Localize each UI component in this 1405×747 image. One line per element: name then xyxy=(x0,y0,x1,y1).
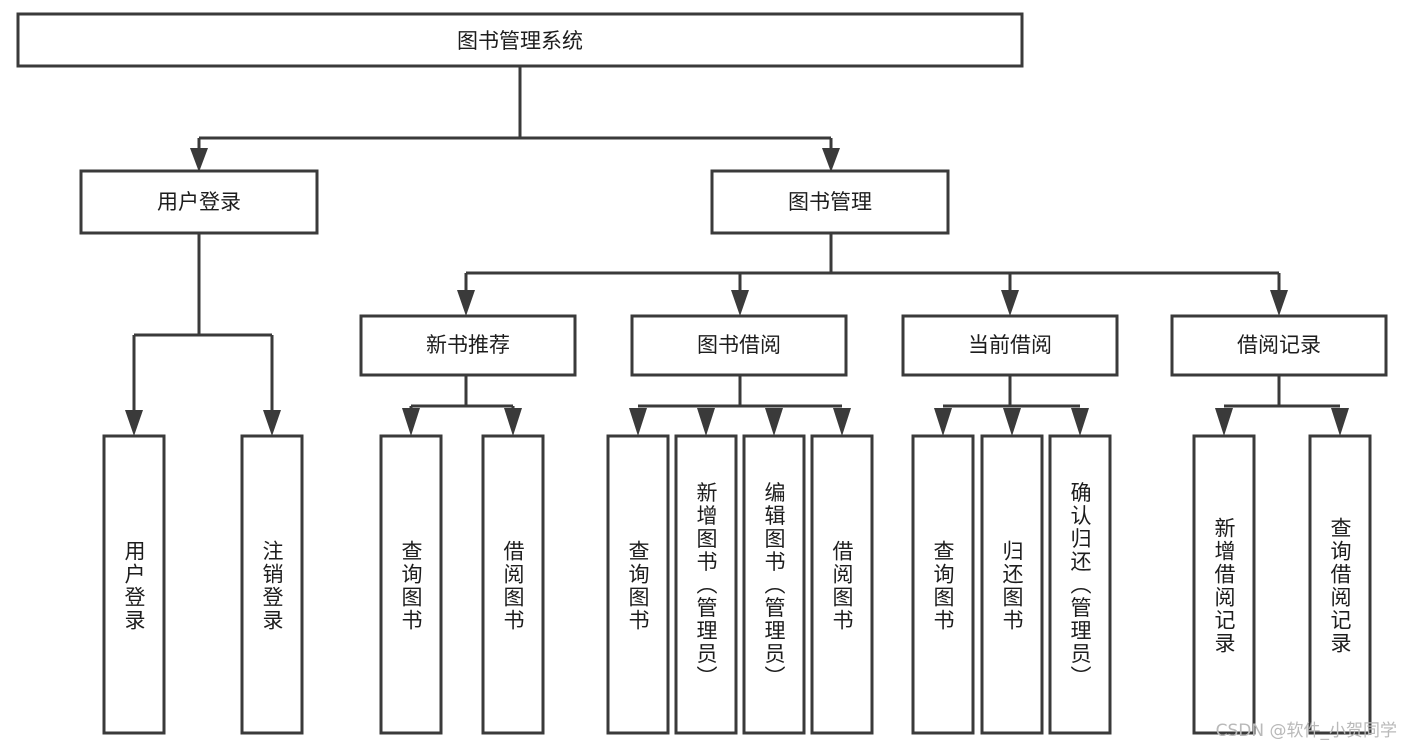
arrow-to-book-manage-icon xyxy=(822,148,840,172)
node-new-book-recommend-box[interactable] xyxy=(359,314,577,377)
leaf-borrow-record-2-label: 查询借阅记录 xyxy=(1328,517,1352,655)
arrow-book-borrow-leaf-2-icon xyxy=(697,408,715,436)
leaf-current-borrow-3-label: 确认归还（管理员） xyxy=(1068,482,1092,689)
node-root-label: 图书管理系统 xyxy=(457,29,583,53)
leaf-current-borrow-1[interactable]: 查询图书 xyxy=(911,434,975,735)
leaf-book-borrow-2-box[interactable] xyxy=(674,434,738,735)
arrow-to-new-book-icon xyxy=(457,290,475,316)
arrow-to-current-borrow-icon xyxy=(1001,290,1019,316)
leaf-current-borrow-3-box[interactable] xyxy=(1048,434,1112,735)
arrow-book-borrow-leaf-4-icon xyxy=(833,408,851,436)
arrow-current-borrow-leaf-2-icon xyxy=(1003,408,1021,436)
leaf-current-borrow-2[interactable]: 归还图书 xyxy=(980,434,1044,735)
leaf-book-borrow-3-box[interactable] xyxy=(742,434,806,735)
leaf-book-borrow-2-label: 新增图书（管理员） xyxy=(694,482,718,689)
leaf-user-login-2-label: 注销登录 xyxy=(260,540,284,632)
arrow-book-borrow-leaf-3-icon xyxy=(765,408,783,436)
leaf-new-book-2-label: 借阅图书 xyxy=(501,540,525,632)
arrow-user-login-leaf-2-icon xyxy=(263,410,281,436)
leaf-book-borrow-1-box[interactable] xyxy=(606,434,670,735)
node-book-borrow[interactable]: 图书借阅 xyxy=(630,314,848,377)
leaf-book-borrow-1[interactable]: 查询图书 xyxy=(606,434,670,735)
node-book-manage[interactable]: 图书管理 xyxy=(710,169,950,235)
leaf-user-login-1[interactable]: 用户登录 xyxy=(102,434,166,735)
node-user-login[interactable]: 用户登录 xyxy=(79,169,319,235)
leaf-book-borrow-3[interactable]: 编辑图书（管理员） xyxy=(742,434,806,735)
leaf-new-book-2-box[interactable] xyxy=(481,434,545,735)
arrow-borrow-record-leaf-2-icon xyxy=(1331,408,1349,436)
node-new-book-recommend-label: 新书推荐 xyxy=(426,333,510,357)
leaf-current-borrow-1-label: 查询图书 xyxy=(931,540,955,632)
arrow-user-login-leaf-1-icon xyxy=(125,410,143,436)
arrow-current-borrow-leaf-1-icon xyxy=(934,408,952,436)
leaf-borrow-record-2-box[interactable] xyxy=(1308,434,1372,735)
leaf-borrow-record-2[interactable]: 查询借阅记录 xyxy=(1308,434,1372,735)
arrow-book-borrow-leaf-1-icon xyxy=(629,408,647,436)
leaf-current-borrow-2-label: 归还图书 xyxy=(1000,540,1024,632)
node-borrow-record-label: 借阅记录 xyxy=(1237,333,1321,357)
leaf-book-borrow-1-label: 查询图书 xyxy=(626,540,650,632)
leaf-current-borrow-1-box[interactable] xyxy=(911,434,975,735)
leaf-book-borrow-3-label: 编辑图书（管理员） xyxy=(762,482,786,689)
arrow-new-book-leaf-1-icon xyxy=(402,408,420,436)
node-book-manage-label: 图书管理 xyxy=(788,190,872,214)
leaf-borrow-record-1-box[interactable] xyxy=(1192,434,1256,735)
node-user-login-box[interactable] xyxy=(79,169,319,235)
leaf-borrow-record-1[interactable]: 新增借阅记录 xyxy=(1192,434,1256,735)
node-borrow-record-box[interactable] xyxy=(1170,314,1388,377)
leaf-new-book-2[interactable]: 借阅图书 xyxy=(481,434,545,735)
arrow-to-user-login-icon xyxy=(190,148,208,172)
node-book-manage-box[interactable] xyxy=(710,169,950,235)
node-current-borrow-box[interactable] xyxy=(901,314,1119,377)
leaf-book-borrow-4[interactable]: 借阅图书 xyxy=(810,434,874,735)
leaf-borrow-record-1-label: 新增借阅记录 xyxy=(1212,517,1236,655)
node-book-borrow-box[interactable] xyxy=(630,314,848,377)
leaf-current-borrow-3[interactable]: 确认归还（管理员） xyxy=(1048,434,1112,735)
leaf-current-borrow-2-box[interactable] xyxy=(980,434,1044,735)
node-book-borrow-label: 图书借阅 xyxy=(697,333,781,357)
leaf-new-book-1-label: 查询图书 xyxy=(399,540,423,632)
leaf-user-login-2[interactable]: 注销登录 xyxy=(240,434,304,735)
edge-layer xyxy=(125,66,1349,436)
node-root[interactable]: 图书管理系统 xyxy=(16,12,1024,68)
leaf-book-borrow-4-box[interactable] xyxy=(810,434,874,735)
arrow-new-book-leaf-2-icon xyxy=(504,408,522,436)
node-current-borrow[interactable]: 当前借阅 xyxy=(901,314,1119,377)
arrow-to-borrow-record-icon xyxy=(1270,290,1288,316)
node-new-book-recommend[interactable]: 新书推荐 xyxy=(359,314,577,377)
leaf-book-borrow-2[interactable]: 新增图书（管理员） xyxy=(674,434,738,735)
node-current-borrow-label: 当前借阅 xyxy=(968,333,1052,357)
node-user-login-label: 用户登录 xyxy=(157,190,241,214)
leaf-new-book-1[interactable]: 查询图书 xyxy=(379,434,443,735)
node-root-box[interactable] xyxy=(16,12,1024,68)
leaf-user-login-1-label: 用户登录 xyxy=(122,540,146,632)
arrow-borrow-record-leaf-1-icon xyxy=(1215,408,1233,436)
leaf-new-book-1-box[interactable] xyxy=(379,434,443,735)
leaf-book-borrow-4-label: 借阅图书 xyxy=(830,540,854,632)
leaf-user-login-1-box[interactable] xyxy=(102,434,166,735)
arrow-current-borrow-leaf-3-icon xyxy=(1071,408,1089,436)
node-borrow-record[interactable]: 借阅记录 xyxy=(1170,314,1388,377)
leaf-user-login-2-box[interactable] xyxy=(240,434,304,735)
arrow-to-book-borrow-icon xyxy=(731,290,749,316)
